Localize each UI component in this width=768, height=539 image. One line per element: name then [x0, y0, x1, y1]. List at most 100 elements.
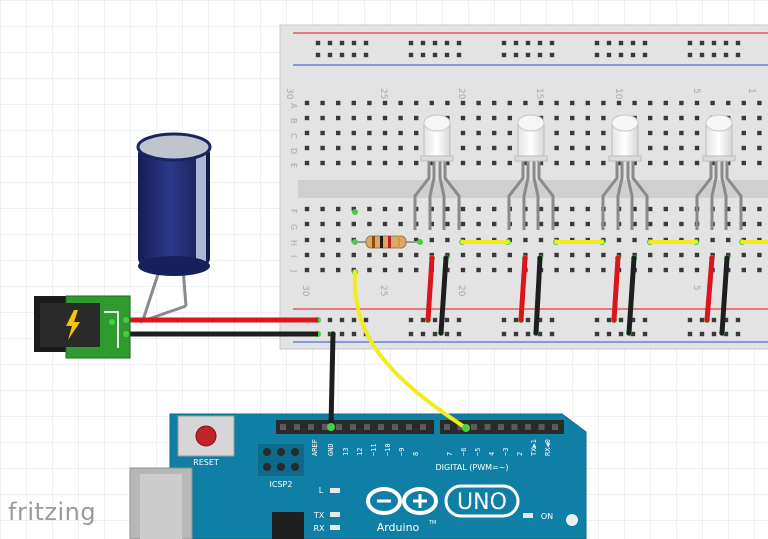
rail-hole[interactable]	[711, 331, 717, 337]
breadboard-hole[interactable]	[336, 267, 341, 273]
breadboard-hole[interactable]	[476, 145, 481, 151]
breadboard-hole[interactable]	[694, 100, 700, 106]
breadboard-hole[interactable]	[398, 100, 403, 106]
breadboard-hole[interactable]	[476, 160, 481, 166]
rail-hole[interactable]	[408, 331, 414, 337]
breadboard-hole[interactable]	[351, 145, 356, 151]
breadboard-hole[interactable]	[336, 221, 341, 227]
rail-hole[interactable]	[501, 40, 507, 46]
breadboard-hole[interactable]	[570, 267, 575, 273]
rail-hole[interactable]	[408, 52, 414, 58]
breadboard-hole[interactable]	[538, 100, 544, 106]
breadboard-hole[interactable]	[757, 100, 762, 106]
rail-hole[interactable]	[351, 40, 357, 46]
breadboard-hole[interactable]	[304, 252, 310, 258]
breadboard-hole[interactable]	[726, 237, 731, 243]
rgb-led[interactable]	[507, 114, 555, 230]
breadboard-hole[interactable]	[460, 221, 466, 227]
header-pin[interactable]	[336, 424, 342, 430]
breadboard-hole[interactable]	[679, 206, 684, 212]
power-jack[interactable]	[34, 295, 131, 359]
rail-hole[interactable]	[606, 317, 612, 323]
rail-hole[interactable]	[339, 52, 345, 58]
red-jumper[interactable]	[518, 255, 528, 323]
breadboard-hole[interactable]	[507, 252, 512, 258]
rgb-led[interactable]	[413, 114, 461, 230]
breadboard-hole[interactable]	[648, 206, 653, 212]
breadboard-hole[interactable]	[538, 160, 544, 166]
breadboard-hole[interactable]	[460, 160, 466, 166]
rail-hole[interactable]	[501, 52, 507, 58]
breadboard-hole[interactable]	[336, 130, 341, 136]
breadboard-hole[interactable]	[367, 145, 372, 151]
breadboard-hole[interactable]	[429, 221, 434, 227]
breadboard-hole[interactable]	[445, 206, 450, 212]
rail-hole[interactable]	[339, 331, 345, 337]
rail-hole[interactable]	[723, 40, 729, 46]
rail-hole[interactable]	[642, 317, 648, 323]
rail-hole[interactable]	[618, 331, 624, 337]
rail-hole[interactable]	[606, 331, 612, 337]
breadboard-hole[interactable]	[694, 160, 700, 166]
breadboard-hole[interactable]	[726, 206, 731, 212]
breadboard-hole[interactable]	[398, 267, 403, 273]
breadboard-hole[interactable]	[492, 252, 497, 258]
breadboard-hole[interactable]	[398, 160, 403, 166]
breadboard-hole[interactable]	[351, 252, 356, 258]
breadboard-hole[interactable]	[492, 221, 497, 227]
header-pin[interactable]	[406, 424, 412, 430]
breadboard-hole[interactable]	[351, 100, 356, 106]
breadboard-hole[interactable]	[632, 100, 637, 106]
breadboard-hole[interactable]	[663, 100, 668, 106]
breadboard-hole[interactable]	[726, 100, 731, 106]
rail-hole[interactable]	[513, 52, 519, 58]
header-pin[interactable]	[484, 424, 491, 430]
breadboard-hole[interactable]	[616, 160, 622, 166]
breadboard-hole[interactable]	[710, 160, 715, 166]
red-jumper[interactable]	[425, 255, 435, 323]
breadboard-hole[interactable]	[320, 221, 325, 227]
black-jumper[interactable]	[438, 255, 449, 336]
breadboard-hole[interactable]	[585, 115, 590, 121]
breadboard-hole[interactable]	[616, 237, 622, 243]
breadboard-hole[interactable]	[492, 267, 497, 273]
breadboard-hole[interactable]	[414, 130, 419, 136]
breadboard-hole[interactable]	[382, 160, 388, 166]
breadboard-hole[interactable]	[367, 115, 372, 121]
breadboard-hole[interactable]	[648, 145, 653, 151]
header-pin[interactable]	[294, 424, 300, 430]
rail-hole[interactable]	[594, 331, 600, 337]
breadboard-hole[interactable]	[476, 267, 481, 273]
breadboard-hole[interactable]	[445, 237, 450, 243]
breadboard-hole[interactable]	[570, 115, 575, 121]
rail-hole[interactable]	[339, 40, 345, 46]
breadboard-hole[interactable]	[476, 221, 481, 227]
breadboard-hole[interactable]	[351, 130, 356, 136]
breadboard-hole[interactable]	[507, 130, 512, 136]
breadboard-hole[interactable]	[570, 130, 575, 136]
breadboard-hole[interactable]	[679, 100, 684, 106]
header-pin[interactable]	[322, 424, 328, 430]
rail-hole[interactable]	[642, 331, 648, 337]
breadboard-hole[interactable]	[367, 252, 372, 258]
breadboard-hole[interactable]	[351, 115, 356, 121]
breadboard-hole[interactable]	[538, 252, 544, 258]
breadboard-hole[interactable]	[538, 206, 544, 212]
breadboard-hole[interactable]	[320, 130, 325, 136]
rail-hole[interactable]	[687, 331, 693, 337]
breadboard-hole[interactable]	[741, 100, 746, 106]
rgb-led[interactable]	[695, 114, 743, 230]
rail-hole[interactable]	[687, 317, 693, 323]
rail-hole[interactable]	[537, 331, 543, 337]
rail-hole[interactable]	[408, 40, 414, 46]
rail-hole[interactable]	[432, 331, 438, 337]
breadboard-hole[interactable]	[336, 115, 341, 121]
breadboard-hole[interactable]	[757, 160, 762, 166]
breadboard-hole[interactable]	[382, 115, 388, 121]
breadboard-hole[interactable]	[367, 206, 372, 212]
breadboard-hole[interactable]	[476, 130, 481, 136]
rail-hole[interactable]	[351, 331, 357, 337]
rail-hole[interactable]	[432, 317, 438, 323]
breadboard-hole[interactable]	[616, 252, 622, 258]
breadboard-hole[interactable]	[304, 145, 310, 151]
